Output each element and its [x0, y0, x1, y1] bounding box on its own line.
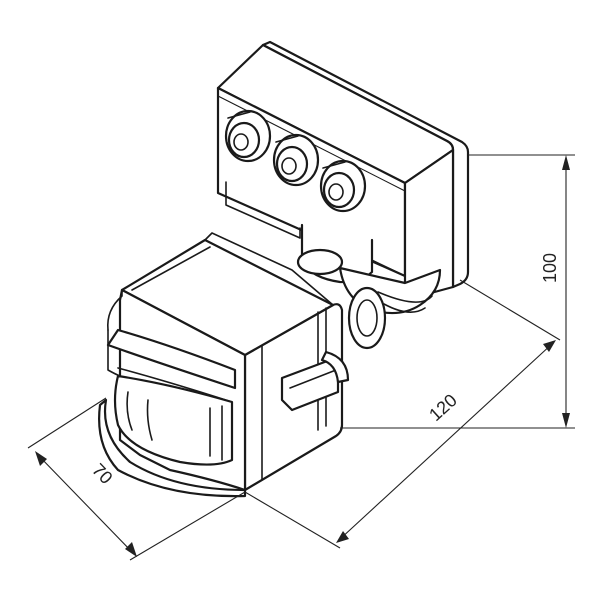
cable-gland-2 — [272, 133, 320, 187]
length-label: 120 — [425, 390, 461, 425]
cable-gland-1 — [224, 109, 272, 163]
cable-gland-3 — [319, 159, 367, 213]
swivel-joint — [296, 223, 442, 350]
dimension-height: 100 — [340, 154, 575, 429]
height-label: 100 — [540, 253, 560, 283]
sensor-head — [98, 232, 350, 498]
